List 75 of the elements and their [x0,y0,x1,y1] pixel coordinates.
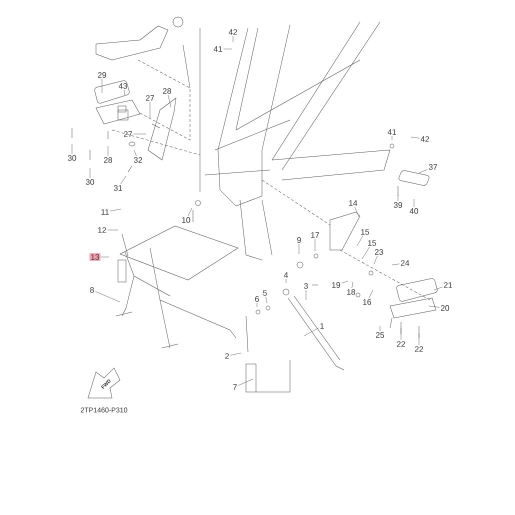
callout-number: 15 [361,229,370,235]
leader-line [354,206,360,218]
leader-line [418,169,428,174]
callout-number: 30 [68,155,76,161]
callout-number: 43 [118,83,128,89]
callout-number: 19 [332,282,340,288]
callout-number: 7 [233,384,237,390]
callout-number: 22 [396,341,406,347]
callout-number: 42 [420,136,430,142]
callout-number: 22 [414,346,424,352]
callout-number: 16 [363,299,372,305]
leader-line [428,306,440,308]
callout-number: 9 [297,237,301,243]
leader-line [356,236,363,246]
callout-number: 25 [376,332,384,338]
callout-number: 32 [134,157,142,163]
leader-line [410,136,420,138]
leader-line [188,208,192,216]
callout-number: 29 [98,72,106,78]
callout-number: 21 [444,282,452,288]
leader-line [100,256,110,258]
leader-line [418,332,420,346]
callout-number: 3 [304,283,308,289]
leader-line [434,286,443,290]
leader-line [95,291,120,302]
callout-number: 39 [394,202,402,208]
callout-number: 13 [90,253,100,261]
leader-line [392,264,400,266]
callout-number: 41 [214,46,222,52]
callout-number: 8 [90,287,94,293]
leader-line [298,244,300,254]
leader-line [120,176,126,184]
leader-line [368,290,374,298]
callout-number: 28 [104,157,112,163]
callout-number: 30 [86,179,94,185]
leader-line [400,328,402,340]
callout-number: 24 [400,260,410,266]
leader-line [341,280,348,284]
leader-line [124,90,126,96]
leader-line [266,296,268,304]
leader-line [230,352,242,356]
callout-number: 27 [124,131,132,137]
callout-number: 4 [284,272,288,278]
leader-line [352,282,354,288]
callout-number: 28 [162,88,172,94]
callout-number: 14 [349,200,358,206]
callout-number: 2 [225,353,229,359]
leader-line [314,238,316,252]
callout-number: 31 [114,185,122,191]
callout-number: 17 [311,232,320,238]
leader-line [110,208,122,212]
callout-number: 12 [98,227,106,233]
leader-line [374,256,378,264]
callout-number: 1 [320,323,324,329]
callout-number: 23 [374,249,384,255]
callout-number: 41 [388,129,396,135]
leader-line [223,48,232,50]
callout-number: 18 [347,289,356,295]
callout-number: 27 [146,95,154,101]
callout-number: 11 [101,209,109,215]
callout-number: 6 [255,296,259,302]
leader-line [168,94,172,108]
leader-line [304,328,319,336]
leader-line [362,246,370,260]
callout-number: 40 [410,208,418,214]
leader-line [238,378,254,386]
leader-line [134,150,137,156]
leader-line [232,36,234,42]
callout-number: 10 [182,217,190,223]
callout-number: 37 [428,164,438,170]
callout-number: 5 [263,290,267,296]
leader-line [256,302,258,308]
callout-number: 42 [228,29,238,35]
callout-number: 20 [440,305,450,311]
callout-number: 15 [368,240,376,246]
